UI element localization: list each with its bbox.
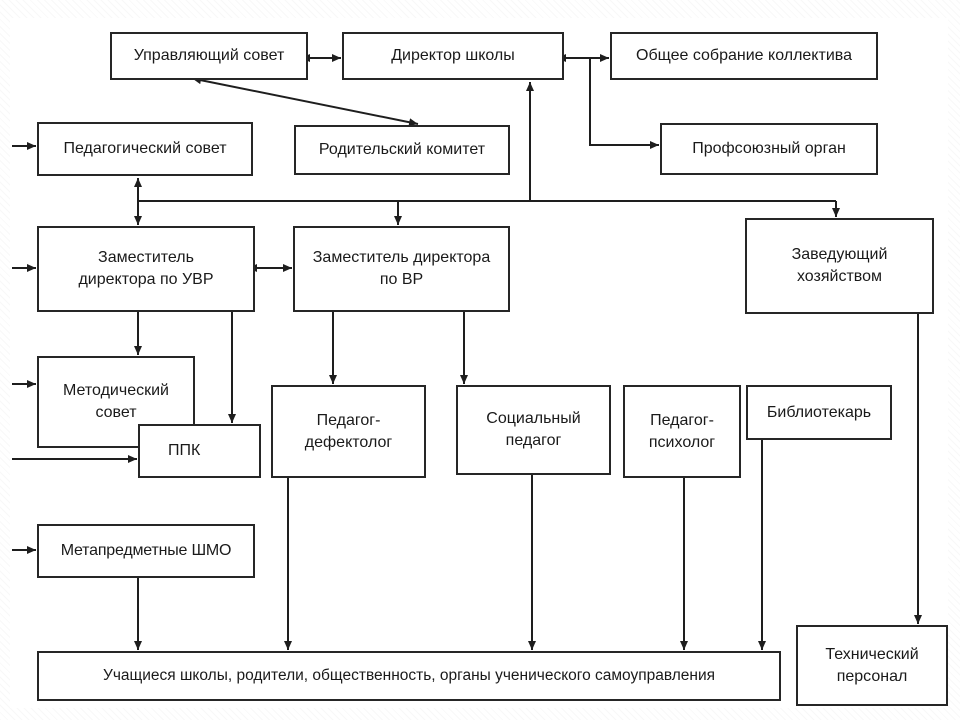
psychologist-box: Педагог-психолог — [623, 385, 741, 478]
household-manager-label: Заведующий хозяйством — [791, 246, 888, 285]
deputy-uvr-box: Заместитель директора по УВР — [37, 226, 255, 312]
social-pedagogue-box: Социальный педагог — [456, 385, 611, 475]
metasubject-shmo-box: Метапредметные ШМО — [37, 524, 255, 578]
students-parents-box: Учащиеся школы, родители, общественность… — [37, 651, 781, 701]
students-parents-label: Учащиеся школы, родители, общественность… — [102, 666, 716, 684]
librarian-box: Библиотекарь — [746, 385, 892, 440]
pedagogical-council-box: Педагогический совет — [37, 122, 253, 176]
school-director-box: Директор школы — [342, 32, 564, 80]
governing-council-box: Управляющий совет — [110, 32, 308, 80]
trade-union-label: Профсоюзный орган — [692, 140, 846, 158]
governing-council-label: Управляющий совет — [133, 47, 285, 65]
link-director-union — [589, 58, 659, 149]
technical-staff-label: Технический персонал — [825, 645, 919, 685]
general-meeting-box: Общее собрание коллектива — [610, 32, 878, 80]
technical-staff-box: Технический персонал — [796, 625, 948, 706]
pedagogical-council-label: Педагогический совет — [63, 140, 227, 158]
librarian-label: Библиотекарь — [766, 403, 872, 421]
psychologist-label: Педагог-психолог — [648, 411, 716, 451]
metasubject-shmo-label: Метапредметные ШМО — [60, 542, 232, 560]
deputy-vr-label: Заместитель директора по ВР — [312, 249, 491, 288]
household-manager-box: Заведующий хозяйством — [745, 218, 934, 314]
ppk-label: ППК — [168, 442, 201, 460]
general-meeting-label: Общее собрание коллектива — [636, 47, 852, 65]
ppk-box: ППК — [138, 424, 261, 478]
parent-committee-label: Родительский комитет — [318, 141, 486, 159]
social-pedagogue-label: Социальный педагог — [486, 410, 581, 449]
parent-committee-box: Родительский комитет — [294, 125, 510, 175]
school-director-label: Директор школы — [391, 47, 515, 65]
defectologist-box: Педагог-дефектолог — [271, 385, 426, 478]
methodical-council-label: Методический совет — [63, 382, 169, 421]
defectologist-label: Педагог-дефектолог — [304, 411, 393, 451]
trade-union-box: Профсоюзный орган — [660, 123, 878, 175]
deputy-uvr-label: Заместитель директора по УВР — [78, 249, 214, 288]
link-council-parents — [192, 76, 419, 127]
deputy-vr-box: Заместитель директора по ВР — [293, 226, 510, 312]
